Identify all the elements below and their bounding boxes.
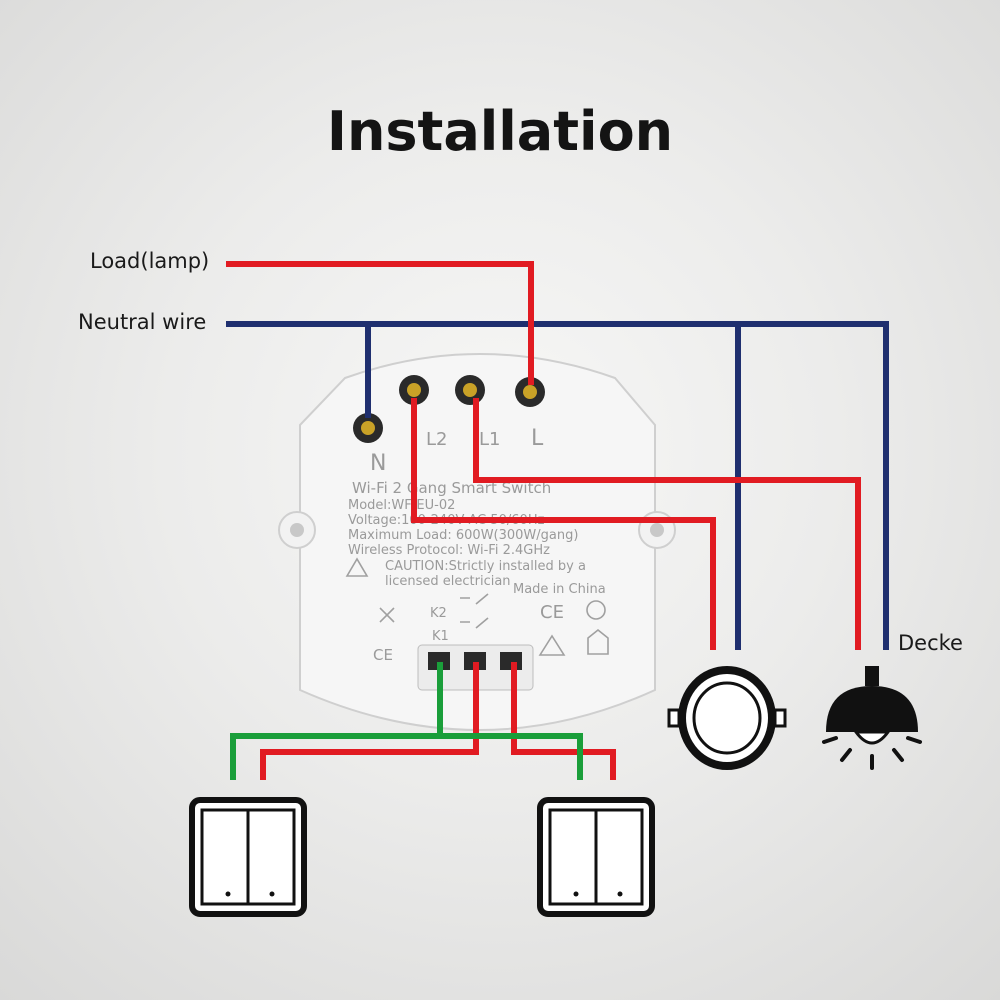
caution-label-2: licensed electrician: [385, 574, 511, 589]
switch-symbol-icon: [460, 593, 489, 629]
rcm-mark-icon: [538, 634, 566, 656]
neutral-main-wire: [226, 321, 889, 650]
k2-to-right-switch-wire: [511, 662, 616, 780]
downlight-icon: [667, 666, 787, 770]
model-label: Model:WF-EU-02: [348, 498, 455, 513]
product-line-label: Wi-Fi 2 Gang Smart Switch: [352, 479, 551, 497]
terminal-l2-label: L2: [426, 429, 447, 450]
common-to-right-switch-wire: [440, 733, 583, 780]
neutral-wires: [226, 321, 889, 650]
ce-mark-small: CE: [373, 646, 393, 664]
l1-to-ceiling-lamp-wire: [473, 398, 861, 650]
neutral-wire-label: Neutral wire: [78, 310, 207, 334]
page-title: Installation: [326, 100, 674, 163]
caution-label-1: CAUTION:Strictly installed by a: [385, 559, 586, 574]
ceiling-lamp-icon: [822, 666, 922, 770]
live-wires: [226, 261, 861, 780]
k1-to-left-switch-wire: [260, 662, 479, 780]
device-label-text: N L2 L1 L Wi-Fi 2 Gang Smart Switch Mode…: [348, 426, 606, 664]
etl-mark-icon: [586, 600, 606, 620]
wall-switch-icon: [189, 797, 307, 917]
indoor-use-icon: [587, 628, 609, 655]
wall-switch-icon: [537, 797, 655, 917]
load-lamp-label: Load(lamp): [90, 249, 210, 273]
weee-bin-icon: [379, 607, 395, 623]
terminal-screws: [353, 375, 545, 670]
made-in-label: Made in China: [513, 582, 606, 597]
protocol-label: Wireless Protocol: Wi-Fi 2.4GHz: [348, 543, 550, 558]
max-load-label: Maximum Load: 600W(300W/gang): [348, 528, 578, 543]
terminal-n-label: N: [370, 451, 386, 476]
ce-mark: CE: [540, 602, 564, 623]
warning-triangle-icon: [345, 557, 369, 577]
terminal-l-label: L: [531, 426, 544, 451]
common-wires: [230, 662, 583, 780]
l2-to-downlight-wire: [411, 398, 716, 650]
load-to-l-wire: [226, 261, 534, 385]
k2-label: K2: [430, 606, 447, 621]
k1-label: K1: [432, 629, 449, 644]
common-to-left-switch-wire: [230, 662, 443, 780]
terminal-l1-label: L1: [479, 429, 500, 450]
ceiling-label: Decke: [898, 631, 963, 655]
device-symbols: [345, 557, 609, 656]
